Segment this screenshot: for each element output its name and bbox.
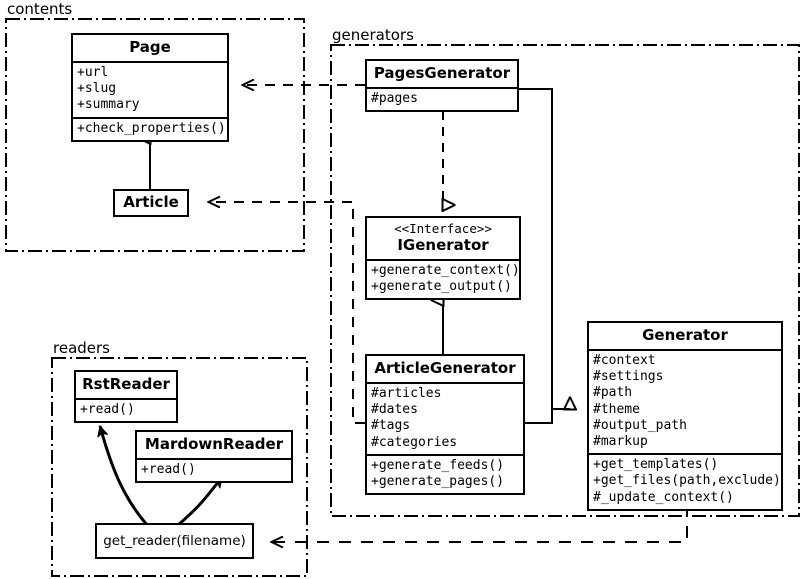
- attribute-output-path: #output_path: [593, 417, 687, 433]
- class-title-rstreader: RstReader: [82, 375, 170, 393]
- method-generate-feeds: +generate_feeds(): [371, 457, 505, 473]
- class-attributes-pagesgenerator: #pages: [367, 87, 517, 110]
- class-box-generator[interactable]: Generator #context #settings #path #them…: [587, 321, 783, 511]
- method-update-context: #_update_context(): [593, 489, 734, 505]
- attribute-articles: #articles: [371, 386, 442, 401]
- class-title-generator: Generator: [642, 326, 728, 344]
- readers-package-border: [51, 357, 308, 577]
- attribute-slug: +slug: [77, 81, 117, 97]
- function-label-get-reader: get_reader(filename): [103, 533, 246, 549]
- class-methods-rstreader: +read(): [76, 398, 176, 421]
- class-box-rstreader[interactable]: RstReader +read(): [74, 370, 178, 424]
- attribute-settings: #settings: [593, 369, 664, 385]
- class-name-igenerator: IGenerator: [397, 235, 489, 254]
- class-title-articlegenerator: ArticleGenerator: [374, 359, 516, 377]
- class-title-article: Article: [123, 193, 179, 211]
- class-title-page: Page: [129, 38, 171, 56]
- method-get-templates: +get_templates(): [593, 457, 719, 473]
- class-title-igenerator: <<Interface>> IGenerator: [367, 218, 519, 259]
- attribute-tags: #tags: [371, 418, 411, 434]
- class-box-page[interactable]: Page +url +slug +summary +check_properti…: [71, 33, 229, 142]
- class-attributes-generator: #context #settings #path #theme #output_…: [589, 349, 781, 453]
- class-box-mardownreader[interactable]: MardownReader +read(): [135, 430, 293, 484]
- attribute-pages: #pages: [371, 91, 418, 106]
- class-title-mardownreader: MardownReader: [144, 435, 284, 453]
- method-read-markdown: +read(): [141, 462, 196, 477]
- class-box-igenerator[interactable]: <<Interface>> IGenerator +generate_conte…: [365, 216, 521, 301]
- package-label-generators: generators: [331, 26, 416, 44]
- method-generate-pages: +generate_pages(): [371, 474, 505, 490]
- getreader-to-mardownreader-arrow: [177, 476, 224, 527]
- class-methods-generator: +get_templates() +get_files(path,exclude…: [589, 453, 781, 509]
- method-get-files: +get_files(path,exclude): [593, 473, 781, 489]
- attribute-url: +url: [77, 65, 109, 80]
- class-attributes-page: +url +slug +summary: [73, 61, 227, 117]
- function-box-get-reader[interactable]: get_reader(filename): [95, 523, 254, 559]
- attribute-theme: #theme: [593, 401, 640, 417]
- generator-to-getreader-dependency: [272, 504, 688, 542]
- class-title-pagesgenerator: PagesGenerator: [373, 64, 511, 82]
- articlegenerator-to-generator-line: [525, 408, 570, 424]
- class-methods-page: +check_properties(): [73, 116, 227, 140]
- getreader-to-rstreader-arrow: [100, 426, 149, 526]
- attribute-markup: #markup: [593, 434, 648, 450]
- contents-package-border: [5, 18, 305, 252]
- class-stereotype-igenerator: <<Interface>>: [394, 221, 492, 236]
- method-check-properties: +check_properties(): [77, 120, 226, 136]
- generators-package-border: [330, 44, 800, 517]
- class-methods-igenerator: +generate_context() +generate_output(): [367, 258, 520, 298]
- attribute-dates: #dates: [371, 402, 418, 418]
- attribute-path: #path: [593, 385, 633, 401]
- attribute-context: #context: [593, 353, 656, 368]
- articlegenerator-to-article-dependency: [209, 202, 365, 424]
- class-box-articlegenerator[interactable]: ArticleGenerator #articles #dates #tags …: [365, 354, 525, 496]
- class-methods-articlegenerator: +generate_feeds() +generate_pages(): [367, 453, 523, 493]
- package-label-contents: contents: [6, 0, 75, 18]
- method-generate-context: +generate_context(): [371, 262, 520, 278]
- class-box-pagesgenerator[interactable]: PagesGenerator #pages: [365, 59, 519, 113]
- package-label-readers: readers: [52, 339, 112, 357]
- method-generate-output: +generate_output(): [371, 278, 512, 294]
- pagesgenerator-to-generator-line: [519, 88, 570, 409]
- class-box-article[interactable]: Article: [113, 189, 189, 217]
- class-attributes-articlegenerator: #articles #dates #tags #categories: [367, 382, 523, 454]
- method-read-rst: +read(): [80, 402, 135, 417]
- attribute-categories: #categories: [371, 434, 458, 450]
- attribute-summary: +summary: [77, 97, 140, 113]
- class-methods-mardownreader: +read(): [137, 458, 291, 481]
